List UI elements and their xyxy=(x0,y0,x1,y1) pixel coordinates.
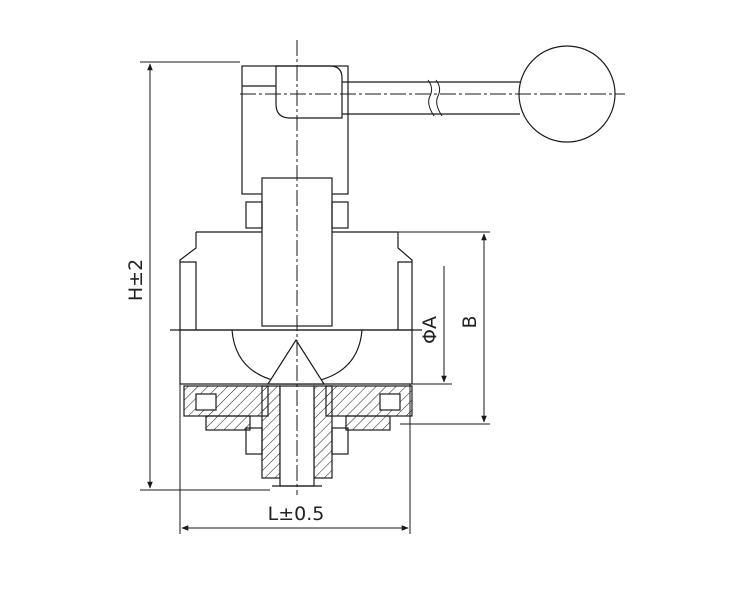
center-lines xyxy=(240,40,625,495)
dimension-b: B xyxy=(400,233,490,425)
height-label: H±2 xyxy=(125,259,147,301)
valve-body xyxy=(170,231,422,385)
dimension-length: L±0.5 xyxy=(179,384,411,534)
bottom-fitting xyxy=(183,385,413,487)
handle-lever xyxy=(241,45,616,195)
dimension-height: H±2 xyxy=(125,61,270,491)
b-label: B xyxy=(459,315,481,328)
dimension-diameter: ΦA xyxy=(398,231,490,385)
diameter-label: ΦA xyxy=(419,316,441,344)
length-label: L±0.5 xyxy=(268,503,325,525)
